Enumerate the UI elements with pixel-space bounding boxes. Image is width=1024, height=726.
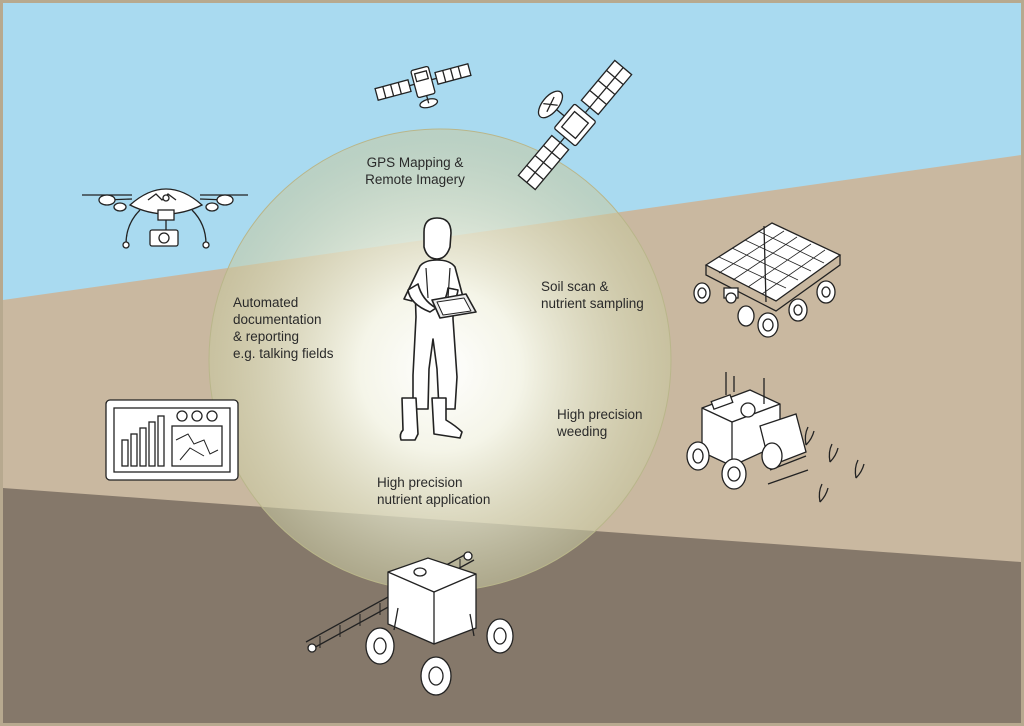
documentation-line-2: documentation	[233, 312, 322, 327]
weeding-label: High precision weeding	[557, 406, 643, 440]
gps-line-1: GPS Mapping &	[366, 155, 464, 170]
documentation-line-3: & reporting	[233, 329, 300, 344]
soil-line-2: nutrient sampling	[541, 296, 644, 311]
documentation-line-1: Automated	[233, 295, 299, 310]
weeding-line-1: High precision	[557, 407, 643, 422]
solar-rover-icon	[693, 222, 842, 338]
gps-line-2: Remote Imagery	[365, 172, 465, 187]
nutrient-application-label: High precision nutrient application	[377, 474, 490, 508]
satellite-dish-icon	[517, 59, 633, 191]
dashboard-tablet-icon	[105, 399, 239, 481]
soil-scan-label: Soil scan & nutrient sampling	[541, 278, 644, 312]
drone-icon	[82, 188, 248, 249]
nutrient-line-1: High precision	[377, 475, 463, 490]
weeding-line-2: weeding	[557, 424, 608, 439]
nutrient-line-2: nutrient application	[377, 492, 491, 507]
sprayer-robot-icon	[305, 551, 514, 696]
soil-background	[3, 488, 1021, 723]
weeding-robot-icon	[686, 372, 865, 503]
documentation-label: Automated documentation & reporting e.g.…	[233, 294, 334, 362]
satellite-icon	[374, 62, 472, 109]
soil-line-1: Soil scan &	[541, 279, 609, 294]
farmer-with-tablet-icon	[399, 217, 477, 441]
documentation-line-4: e.g. talking fields	[233, 346, 334, 361]
gps-mapping-label: GPS Mapping & Remote Imagery	[340, 154, 490, 188]
